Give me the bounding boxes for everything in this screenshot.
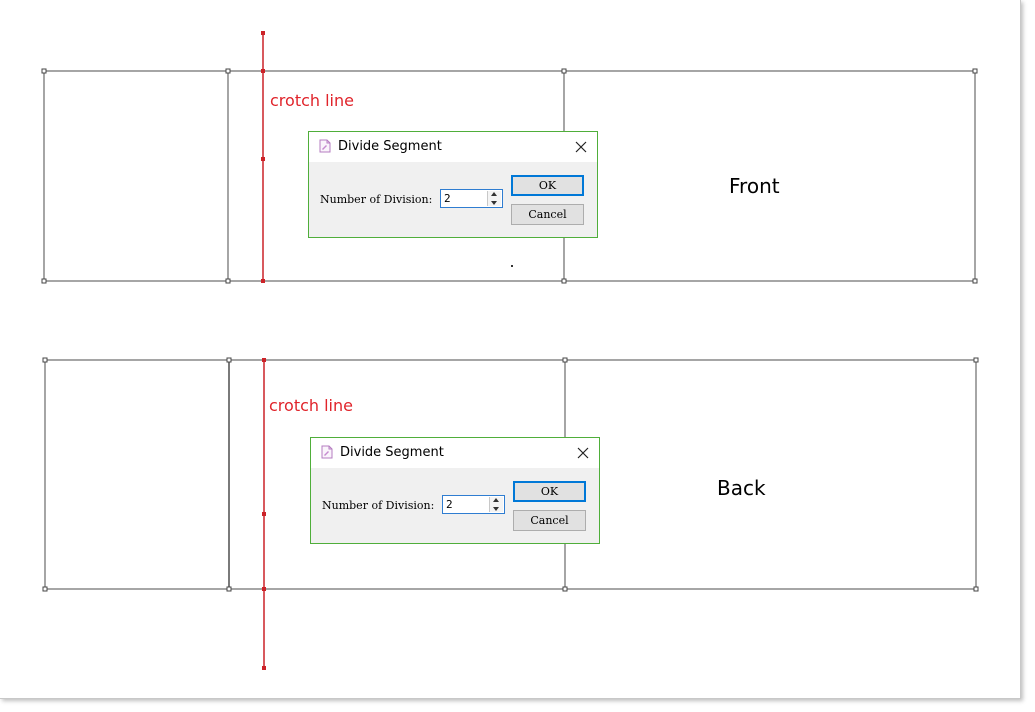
- close-icon[interactable]: [573, 443, 593, 463]
- handle[interactable]: [561, 278, 567, 284]
- handle[interactable]: [973, 586, 979, 592]
- crotch-point[interactable]: [261, 31, 265, 35]
- crotch-points[interactable]: [261, 31, 266, 670]
- front-panel-outline[interactable]: [43, 70, 976, 282]
- front-crotch-label: crotch line: [270, 91, 354, 110]
- handle[interactable]: [972, 278, 978, 284]
- crotch-point[interactable]: [262, 358, 266, 362]
- handle[interactable]: [42, 357, 48, 363]
- crotch-point[interactable]: [261, 157, 265, 161]
- pattern-drawing[interactable]: [0, 0, 1020, 698]
- handle[interactable]: [562, 357, 568, 363]
- app-icon: [321, 445, 333, 459]
- handle[interactable]: [226, 357, 232, 363]
- division-spinbox[interactable]: [440, 189, 503, 208]
- dialog-titlebar[interactable]: Divide Segment: [311, 438, 599, 468]
- outline-handles[interactable]: [41, 68, 979, 592]
- handle[interactable]: [226, 586, 232, 592]
- handle[interactable]: [562, 586, 568, 592]
- handle[interactable]: [41, 278, 47, 284]
- divide-segment-dialog-front[interactable]: Divide Segment Number of Division: OK Ca…: [308, 131, 598, 238]
- spin-arrows[interactable]: [487, 191, 501, 206]
- handle[interactable]: [972, 68, 978, 74]
- close-icon[interactable]: [571, 137, 591, 157]
- divide-segment-dialog-back[interactable]: Divide Segment Number of Division: OK Ca…: [310, 437, 600, 544]
- spin-down-arrow-icon[interactable]: [488, 199, 501, 206]
- division-field-label: Number of Division:: [320, 193, 433, 206]
- spin-up-arrow-icon[interactable]: [490, 497, 503, 504]
- handle[interactable]: [561, 68, 567, 74]
- handle[interactable]: [41, 68, 47, 74]
- back-panel-outline[interactable]: [44, 359, 977, 590]
- ok-button[interactable]: OK: [511, 175, 584, 196]
- front-label: Front: [729, 174, 780, 198]
- stray-mark: [511, 265, 513, 267]
- crotch-point[interactable]: [262, 666, 266, 670]
- division-spinbox[interactable]: [442, 495, 505, 514]
- spin-up-arrow-icon[interactable]: [488, 191, 501, 198]
- dialog-title: Divide Segment: [338, 139, 442, 154]
- dialog-titlebar[interactable]: Divide Segment: [309, 132, 597, 162]
- division-field-label: Number of Division:: [322, 499, 435, 512]
- handle[interactable]: [225, 68, 231, 74]
- back-crotch-label: crotch line: [269, 396, 353, 415]
- division-input[interactable]: [443, 496, 492, 513]
- handle[interactable]: [973, 357, 979, 363]
- cancel-button[interactable]: Cancel: [511, 204, 584, 225]
- dialog-title: Divide Segment: [340, 445, 444, 460]
- drawing-canvas[interactable]: crotch line crotch line Front Back Divid…: [0, 0, 1021, 699]
- handle[interactable]: [42, 586, 48, 592]
- cancel-button[interactable]: Cancel: [513, 510, 586, 531]
- spin-arrows[interactable]: [489, 497, 503, 512]
- crotch-point[interactable]: [261, 69, 265, 73]
- division-input[interactable]: [441, 190, 490, 207]
- app-icon: [319, 139, 331, 153]
- spin-down-arrow-icon[interactable]: [490, 505, 503, 512]
- crotch-point[interactable]: [261, 279, 265, 283]
- back-label: Back: [717, 476, 766, 500]
- crotch-point[interactable]: [262, 512, 266, 516]
- front-panel[interactable]: [43, 70, 976, 282]
- ok-button[interactable]: OK: [513, 481, 586, 502]
- handle[interactable]: [225, 278, 231, 284]
- crotch-point[interactable]: [262, 587, 266, 591]
